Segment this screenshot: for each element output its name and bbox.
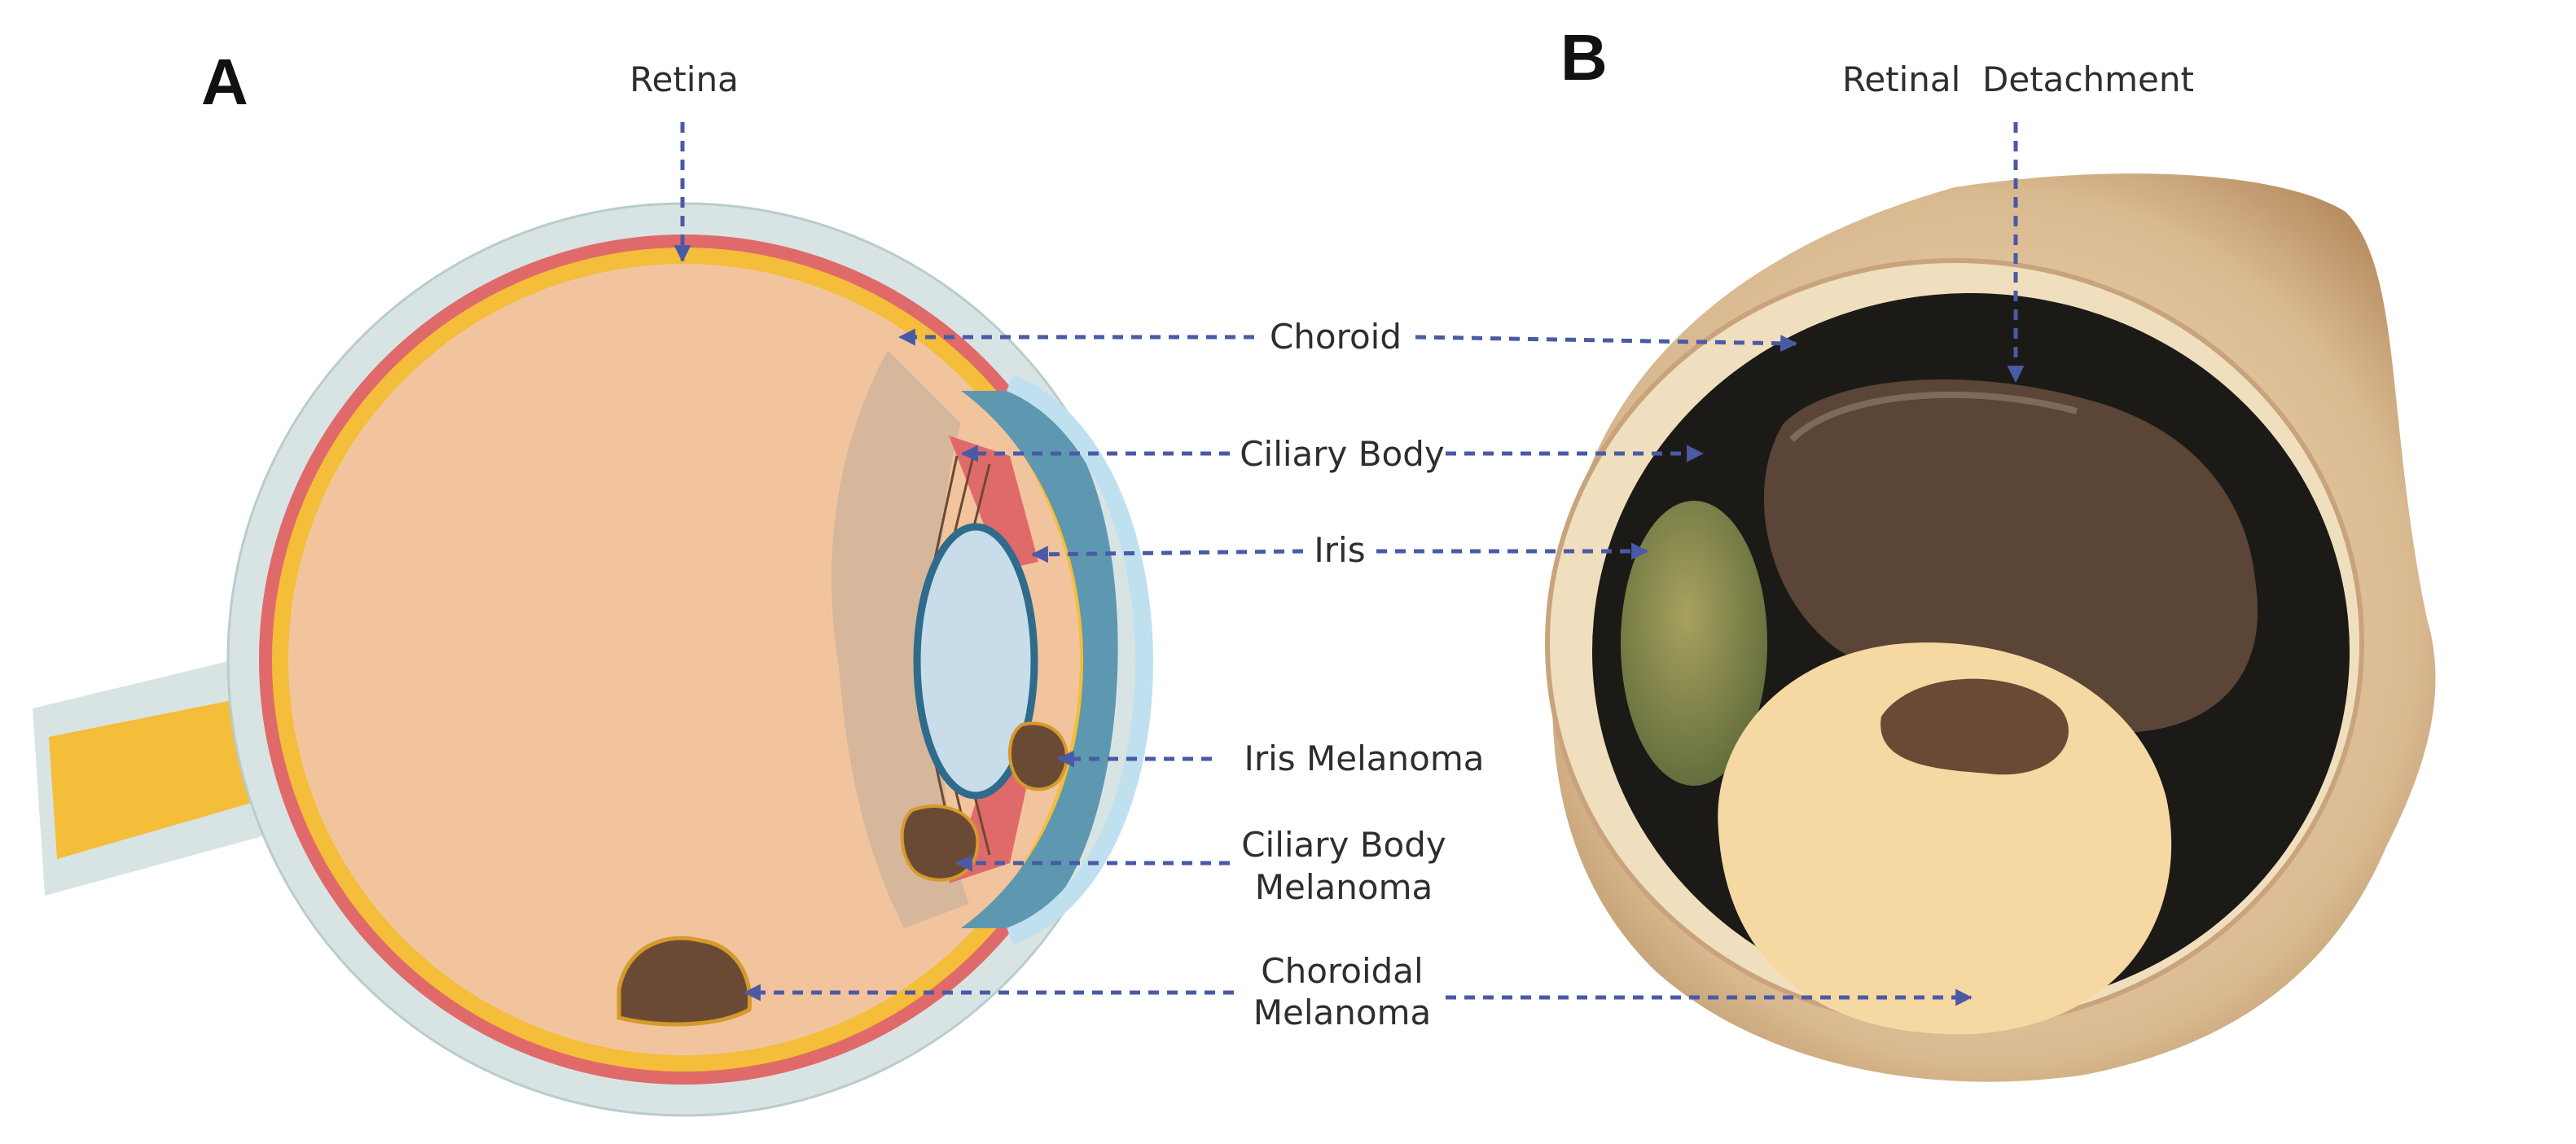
ciliary-body-melanoma — [900, 804, 980, 882]
pointer-choroid-b — [1415, 335, 1798, 353]
label-retinal-detachment: Retinal Detachment — [1842, 59, 2194, 99]
specimen-retinal-detachment-mass — [1763, 379, 2258, 733]
anterior-segment — [961, 391, 1118, 928]
panel-a-eye-diagram — [33, 202, 1153, 1117]
label-choroid: Choroid — [1270, 317, 1402, 357]
specimen-lens — [1621, 501, 1767, 786]
choroidal-melanoma — [617, 936, 753, 1027]
panel-label-b: B — [1560, 21, 1608, 94]
panel-b-gross-specimen — [1545, 173, 2436, 1082]
label-iris-melanoma: Iris Melanoma — [1244, 739, 1484, 778]
label-choroidal-melanoma-line2: Melanoma — [1253, 993, 1431, 1032]
pointer-iris-a — [1030, 546, 1304, 563]
label-ciliary-body-melanoma-line2: Melanoma — [1255, 867, 1433, 907]
label-retina: Retina — [630, 59, 739, 99]
lens — [913, 523, 1038, 800]
label-ciliary-body-melanoma-line1: Ciliary Body — [1241, 825, 1446, 865]
panel-label-a: A — [201, 46, 248, 118]
specimen-pigmented-area — [1880, 678, 2069, 775]
pointer-lines — [674, 122, 2025, 1006]
zonular-region — [831, 350, 969, 928]
label-choroidal-melanoma-line1: Choroidal — [1261, 951, 1423, 991]
label-iris: Iris — [1314, 530, 1365, 570]
iris-melanoma — [1007, 721, 1069, 791]
label-ciliary-body: Ciliary Body — [1240, 434, 1445, 474]
